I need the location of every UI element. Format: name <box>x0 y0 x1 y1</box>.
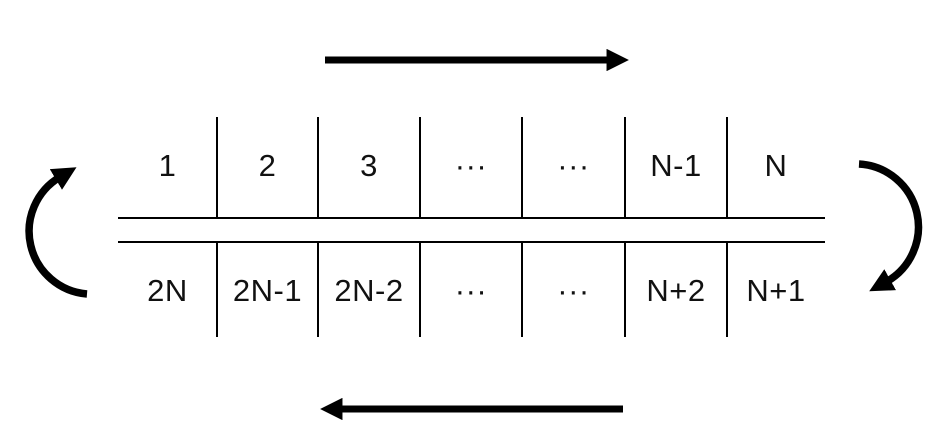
cell-bottom-ellipsis-2: ··· <box>557 272 590 308</box>
cell-top-3: 3 <box>360 148 378 183</box>
cell-top-2: 2 <box>258 148 277 183</box>
cell-bottom-n-plus-2: N+2 <box>646 272 706 308</box>
cell-top-n: N <box>764 148 788 183</box>
cell-bottom-2n: 2N <box>147 272 188 308</box>
left-wrap-arrow <box>25 167 88 298</box>
cell-bottom-ellipsis-1: ··· <box>454 272 488 308</box>
cell-bottom-2n-minus-1: 2N-1 <box>232 272 303 308</box>
cell-bottom-n-plus-1: N+1 <box>746 272 806 308</box>
cell-top-1: 1 <box>158 148 177 183</box>
cell-top-ellipsis-1: ··· <box>454 148 488 183</box>
table-grid <box>118 117 825 337</box>
right-wrap-arrow <box>858 160 923 292</box>
cell-bottom-2n-minus-2: 2N-2 <box>334 272 404 308</box>
cell-top-ellipsis-2: ··· <box>557 148 590 183</box>
cell-top-n-minus-1: N-1 <box>650 148 702 183</box>
